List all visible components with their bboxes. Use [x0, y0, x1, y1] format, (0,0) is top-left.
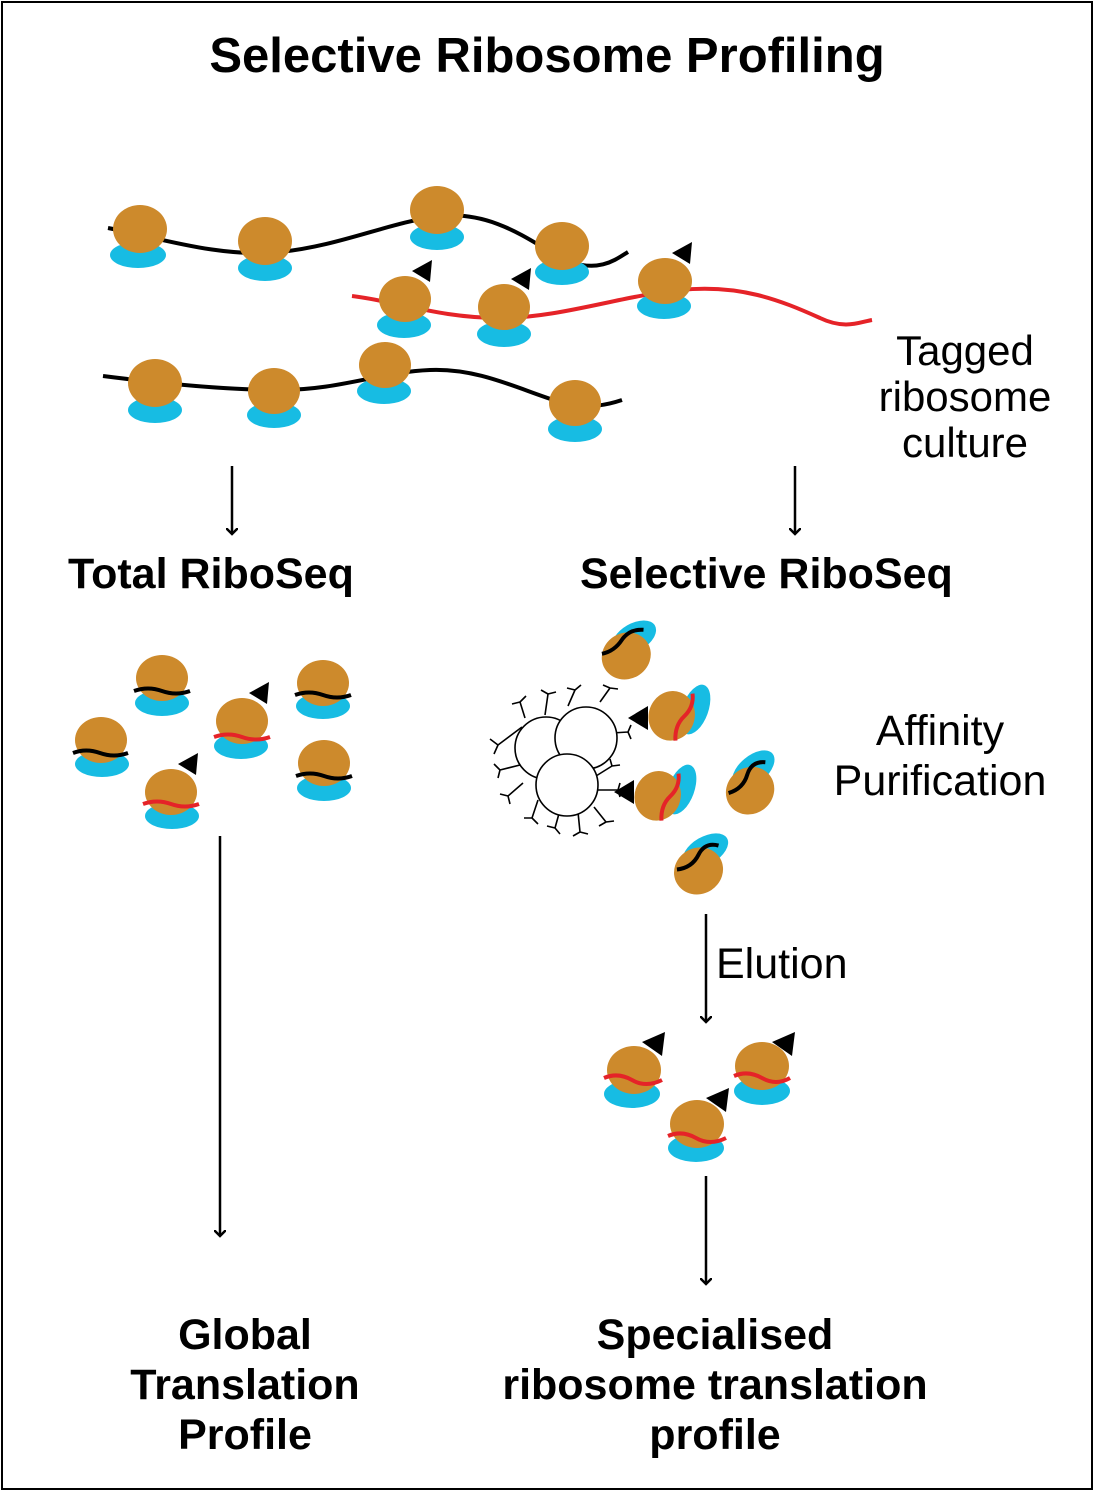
special-line-1: Specialised [596, 1311, 834, 1359]
special-line-2: ribosome translation [502, 1361, 928, 1409]
ribosome-culture-6 [247, 368, 301, 428]
total-riboseq-label: Total RiboSeq [68, 550, 354, 598]
global-line-1: Global [178, 1311, 312, 1359]
special-line-3: profile [649, 1411, 781, 1459]
bead-3 [535, 753, 599, 817]
ribosome-culture-4 [535, 222, 589, 285]
tagged-line-3: culture [901, 419, 1029, 466]
selective-ribosome-1 [601, 620, 657, 680]
eluted-ribosome-2 [733, 1032, 795, 1105]
selective-ribosome-2 [725, 750, 775, 815]
tagged-line-2: ribosome [878, 373, 1052, 420]
tagged-ribosome-culture-2 [477, 268, 531, 347]
antibodies [489, 684, 632, 837]
affinity-purification-label: Affinity Purification [800, 706, 1080, 806]
ribosome-culture-7 [357, 342, 411, 404]
tag-bound-1 [628, 706, 648, 730]
ribosome-culture-2 [238, 217, 292, 281]
global-line-3: Profile [178, 1411, 312, 1459]
eluted-ribosome-1 [603, 1032, 665, 1108]
global-line-2: Translation [130, 1361, 360, 1409]
ribosome-culture-1 [110, 205, 167, 268]
total-ribosome-4 [295, 740, 353, 801]
tagged-ribosome-culture-3 [637, 242, 692, 319]
affinity-line-2: Purification [833, 757, 1047, 805]
elution-label: Elution [716, 940, 848, 988]
selective-riboseq-label: Selective RiboSeq [580, 550, 953, 598]
total-ribosome-1 [72, 717, 129, 777]
total-ribosome-tagged-2 [142, 753, 200, 829]
ribosome-culture-5 [128, 359, 182, 423]
antibody-bead-cluster [489, 684, 632, 837]
tag-bound-2 [614, 780, 634, 804]
affinity-line-1: Affinity [875, 707, 1005, 755]
total-ribosome-2 [133, 655, 191, 716]
total-ribosome-tagged-1 [213, 682, 271, 759]
selective-ribosome-tagged-bound-2 [634, 764, 697, 821]
diagram-title: Selective Ribosome Profiling [209, 29, 885, 83]
tagged-ribosome-culture-label: Tagged ribosome culture [840, 328, 1090, 466]
selective-ribosome-3 [674, 833, 729, 895]
global-translation-profile-label: Global Translation Profile [80, 1310, 410, 1460]
eluted-ribosome-3 [667, 1088, 729, 1162]
selective-ribosome-tagged-bound-1 [648, 684, 711, 741]
ribosome-culture-8 [548, 380, 602, 442]
specialised-translation-profile-label: Specialised ribosome translation profile [440, 1310, 990, 1460]
tagged-ribosome-culture-1 [377, 260, 432, 338]
total-ribosome-3 [294, 660, 352, 719]
tagged-line-1: Tagged [896, 327, 1034, 374]
ribosome-culture-3 [410, 186, 464, 250]
